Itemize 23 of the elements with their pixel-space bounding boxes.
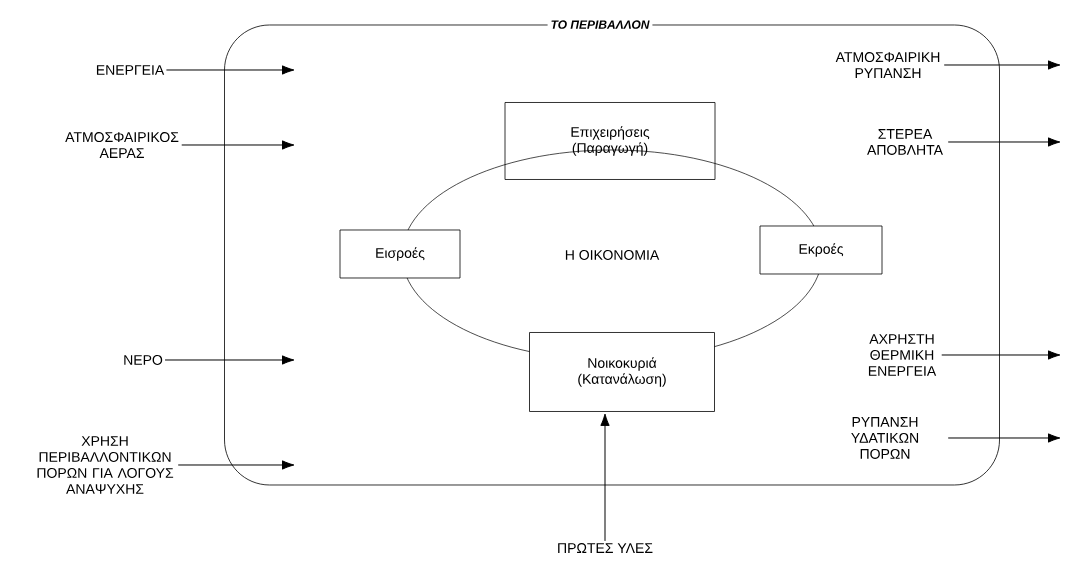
arrow (947, 137, 1061, 147)
arrow (164, 355, 295, 365)
flow-label: ΑΤΜΟΣΦΑΙΡΙΚΗ ΡΥΠΑΝΣΗ (835, 52, 940, 78)
arrow (600, 413, 610, 542)
arrow (947, 433, 1061, 443)
flow-label: ΝΕΡΟ (124, 355, 163, 365)
arrow (943, 60, 1061, 70)
arrow (165, 65, 295, 75)
flow-label: ΧΡΗΣΗ ΠΕΡΙΒΑΛΛΟΝΤΙΚΩΝ ΠΟΡΩΝ ΓΙΑ ΛΟΓΟΥΣ ΑΝΑΨΥΧΗΣ (37, 436, 174, 494)
arrow (941, 350, 1061, 360)
flow-label: ΠΡΩΤΕΣ ΥΛΕΣ (558, 543, 653, 553)
process-box: Νοικοκυριά (Κατανάλωση) (529, 332, 715, 412)
flow-label: ΑΤΜΟΣΦΑΙΡΙΚΟΣ ΑΕΡΑΣ (65, 132, 179, 158)
flow-label: ΑΧΡΗΣΤΗ ΘΕΡΜΙΚΗ ΕΝΕΡΓΕΙΑ (868, 334, 937, 376)
process-box: Επιχειρήσεις (Παραγωγή) (504, 102, 716, 180)
process-box: Εισροές (339, 229, 461, 279)
flow-label: ΡΥΠΑΝΣΗ ΥΔΑΤΙΚΩΝ ΠΟΡΩΝ (851, 417, 919, 459)
arrow (177, 460, 295, 470)
arrow (181, 140, 295, 150)
heading: ΤΟ ΠΕΡΙΒΑΛΛΟΝ (547, 17, 653, 32)
flow-label: ΣΤΕΡΕΑ ΑΠΟΒΛΗΤΑ (867, 129, 943, 155)
flow-label: ΕΝΕΡΓΕΙΑ (96, 65, 165, 75)
process-box: Εκροές (759, 225, 883, 275)
